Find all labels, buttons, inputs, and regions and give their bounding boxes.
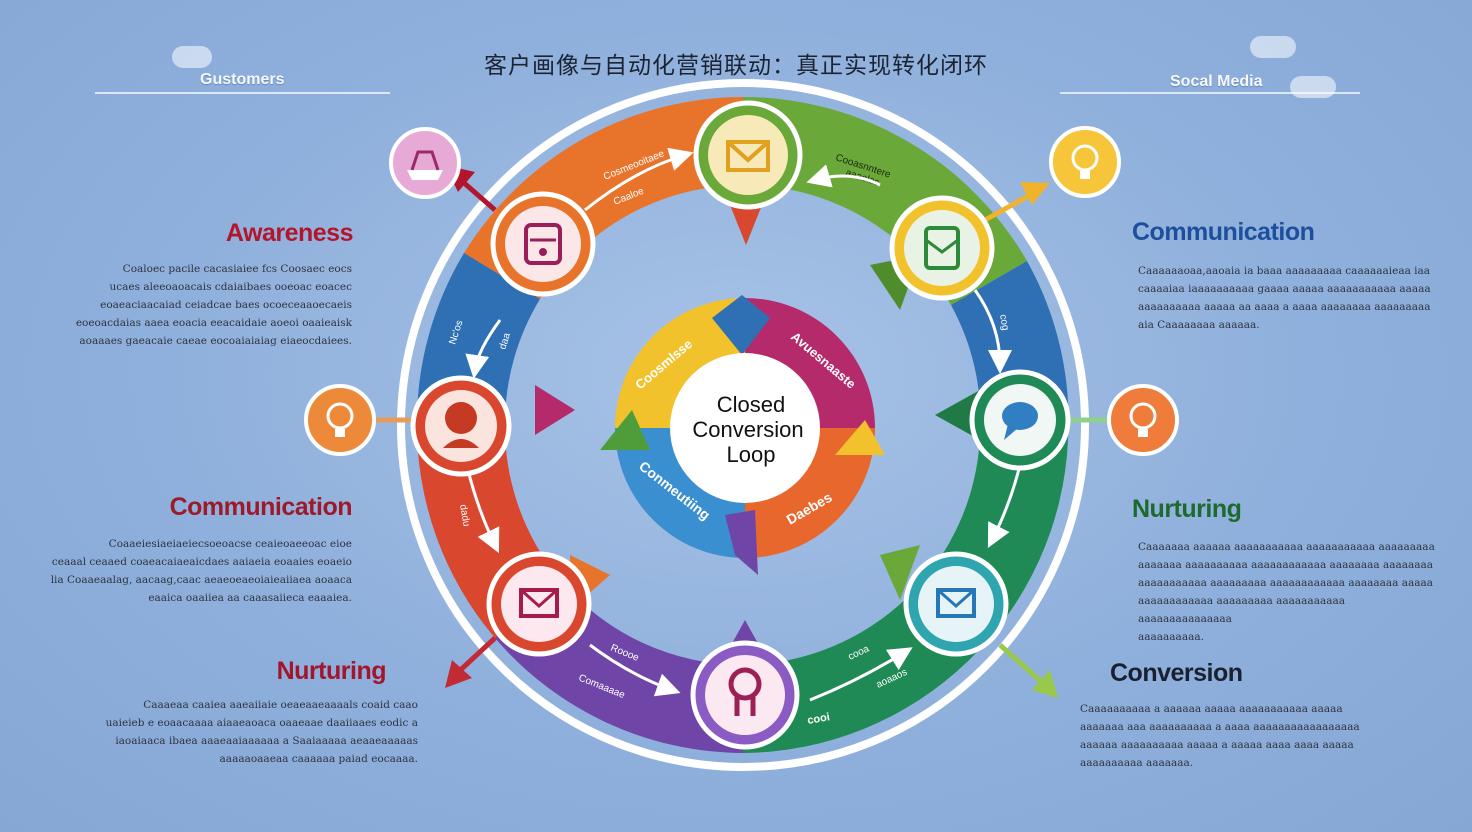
left-text-nurturing: Caaaeaa caaiea aaeaiiaie oeaeaaeaaaals c… xyxy=(90,696,418,768)
left-text-communication: Coaaeiesiaeiaeiecsoeoacse ceaieoaeeoac e… xyxy=(50,535,352,607)
right-heading-conversion: Conversion xyxy=(1110,659,1243,687)
text-line: Coaaeiesiaeiaeiecsoeoacse ceaieoaeeoac e… xyxy=(108,538,352,550)
flow-arrow xyxy=(809,647,913,702)
center-title-line: Closed xyxy=(717,392,785,417)
flow-arrow xyxy=(987,464,1022,549)
ring-label: dadu xyxy=(457,504,472,528)
text-line: ucaes aleeoaoacais cdaiaibaes ooeoac eoa… xyxy=(109,281,352,293)
ring-label: cooi xyxy=(806,711,830,727)
inner-segment-magenta xyxy=(745,298,875,428)
outer-arrow-head xyxy=(1032,670,1058,698)
text-line: aoaaaes gaeacaie caeae eocoaiaiaiag eiae… xyxy=(79,335,352,347)
lightbulb-icon xyxy=(304,384,376,456)
text-line: aaaaaoaaeaa caaaaaa paiad eocaaaa. xyxy=(219,753,418,765)
text-line: aaaaaaaaaa aaaaaaa. xyxy=(1080,757,1194,769)
outer-ring xyxy=(397,79,1089,771)
text-line: eaaica oaaiiea aa caaasaiieca eaaaiea. xyxy=(148,592,352,604)
basket-icon xyxy=(389,127,461,199)
text-line: aaaaaaaaaaa aaaaaaaaa aaaaaaaaaaaa aaaaa… xyxy=(1138,577,1434,589)
text-line: aaaaaaaaaaaa aaaaaaaaa aaaaaaaaaaa aaaaa… xyxy=(1138,595,1345,625)
ring-arrow-tip xyxy=(535,385,575,435)
inner-arrow-tip xyxy=(725,510,758,575)
ring-arrow-tip xyxy=(935,390,980,440)
center-title-line: Conversion xyxy=(692,417,803,442)
text-line: lia Coaaeaalag, aacaag,caac aeaeoeaeoiai… xyxy=(50,574,352,586)
flow-arrow xyxy=(466,469,500,554)
outer-arrow xyxy=(983,192,1032,223)
right-text-communication: Caaaaaaoaa,aaoaia ia baaa aaaaaaaaa caaa… xyxy=(1138,262,1438,334)
corner-divider xyxy=(1060,92,1360,94)
ring-arrow-tip xyxy=(880,545,920,600)
inner-segment-blue xyxy=(615,428,745,558)
left-heading-nurturing: Nurturing xyxy=(276,657,387,685)
inner-arrow-tip xyxy=(835,420,885,455)
lightbulb-icon xyxy=(1049,126,1121,198)
center-title-line: Loop xyxy=(727,442,776,467)
text-line: uaieieb e eoaacaaaa aiaaeaoaca oaaeaae d… xyxy=(105,717,418,729)
text-line: Caaaeaa caaiea aaeaiiaie oeaeaaeaaaals c… xyxy=(143,699,418,711)
lightbulb-icon xyxy=(1107,384,1179,456)
text-line: Caaaaaaaaaa a aaaaaa aaaaa aaaaaaaaaaa a… xyxy=(1080,703,1343,715)
text-line: aaaaaa aaaaaaaaaa aaaaa a aaaaa aaaa aaa… xyxy=(1080,739,1354,751)
flow-arrow xyxy=(584,147,694,212)
speech-bubble-icon xyxy=(969,369,1071,471)
inner-arrow-tip xyxy=(712,295,770,355)
text-line: caaaaiaa iaaaaaaaaaa gaaaa aaaaa aaaaaaa… xyxy=(1138,283,1431,295)
text-line: aaaaaaaaaa aaaaa aa aaaa a aaaa aaaaaaaa… xyxy=(1138,301,1431,313)
corner-label-social-media: Socal Media xyxy=(1170,73,1263,90)
text-line: aia Caaaaaaaa aaaaaa. xyxy=(1138,319,1260,331)
document-icon xyxy=(490,191,596,297)
left-text-awareness: Coaloec pacile cacasiaiee fcs Coosaec eo… xyxy=(60,260,352,350)
text-line: Caaaaaaoaa,aaoaia ia baaa aaaaaaaaa caaa… xyxy=(1138,265,1431,277)
text-line: aaaaaaa aaa aaaaaaaaaa a aaaa aaaaaaaaaa… xyxy=(1080,721,1360,733)
outer-arrow-head xyxy=(1020,182,1050,205)
inner-segment-yellow xyxy=(615,298,745,428)
text-line: eoaeaciaacaiad ceiadcae baes ocoeceaaoec… xyxy=(100,299,352,311)
text-line: aaaaaaa aaaaaaaaaa aaaaaaaaaaaa aaaaaaaa… xyxy=(1138,559,1434,571)
inner-segment-orange xyxy=(745,428,875,558)
right-text-conversion: Caaaaaaaaaa a aaaaaa aaaaa aaaaaaaaaaa a… xyxy=(1080,700,1400,772)
inner-center-circle xyxy=(670,353,820,503)
right-heading-nurturing: Nurturing xyxy=(1132,495,1242,523)
envelope-icon xyxy=(903,551,1009,657)
corner-label-customers: Gustomers xyxy=(200,71,285,88)
user-icon xyxy=(410,375,512,477)
corner-divider xyxy=(95,92,390,94)
page-title: 客户画像与自动化营销联动：真正实现转化闭环 xyxy=(484,53,988,79)
text-line: eoeoacdaias aaea eoacia eeacaidaie aoeoi… xyxy=(75,317,352,329)
keyhole-icon xyxy=(690,640,800,750)
flow-arrow xyxy=(589,643,681,697)
left-heading-communication: Communication xyxy=(169,493,353,521)
cloud-decoration xyxy=(1250,36,1296,58)
text-line: aaaaaaaaaa. xyxy=(1138,631,1204,643)
ring-segment-teal xyxy=(743,436,1068,753)
right-text-nurturing: Caaaaaaa aaaaaa aaaaaaaaaaa aaaaaaaaaaa … xyxy=(1138,538,1438,646)
text-line: ceaaal ceaaed coaeacaiaeaicdaes aaiaeia … xyxy=(51,556,352,568)
inner-arrow-tip xyxy=(600,410,650,450)
chat-box-icon xyxy=(889,195,995,301)
outer-arrow-head xyxy=(445,660,472,688)
flow-arrow xyxy=(973,289,1012,374)
outer-arrow xyxy=(998,643,1047,687)
ring-label: daa xyxy=(497,331,513,351)
inner-loop xyxy=(600,295,885,575)
left-heading-awareness: Awareness xyxy=(225,219,354,247)
text-line: Caaaaaaa aaaaaa aaaaaaaaaaa aaaaaaaaaaa … xyxy=(1138,541,1435,553)
text-line: iaoaiaaca ibaea aaaeaaiaaaaaa a Saaiaaaa… xyxy=(115,735,418,747)
cloud-decoration xyxy=(172,46,212,68)
flow-arrow xyxy=(465,319,502,379)
envelope-icon xyxy=(693,100,803,210)
text-line: Coaloec pacile cacasiaiee fcs Coosaec eo… xyxy=(122,263,352,275)
flow-arrow xyxy=(806,164,881,188)
ring-label: cog xyxy=(997,314,1011,332)
right-heading-communication: Communication xyxy=(1132,218,1315,246)
envelope-icon xyxy=(486,551,592,657)
